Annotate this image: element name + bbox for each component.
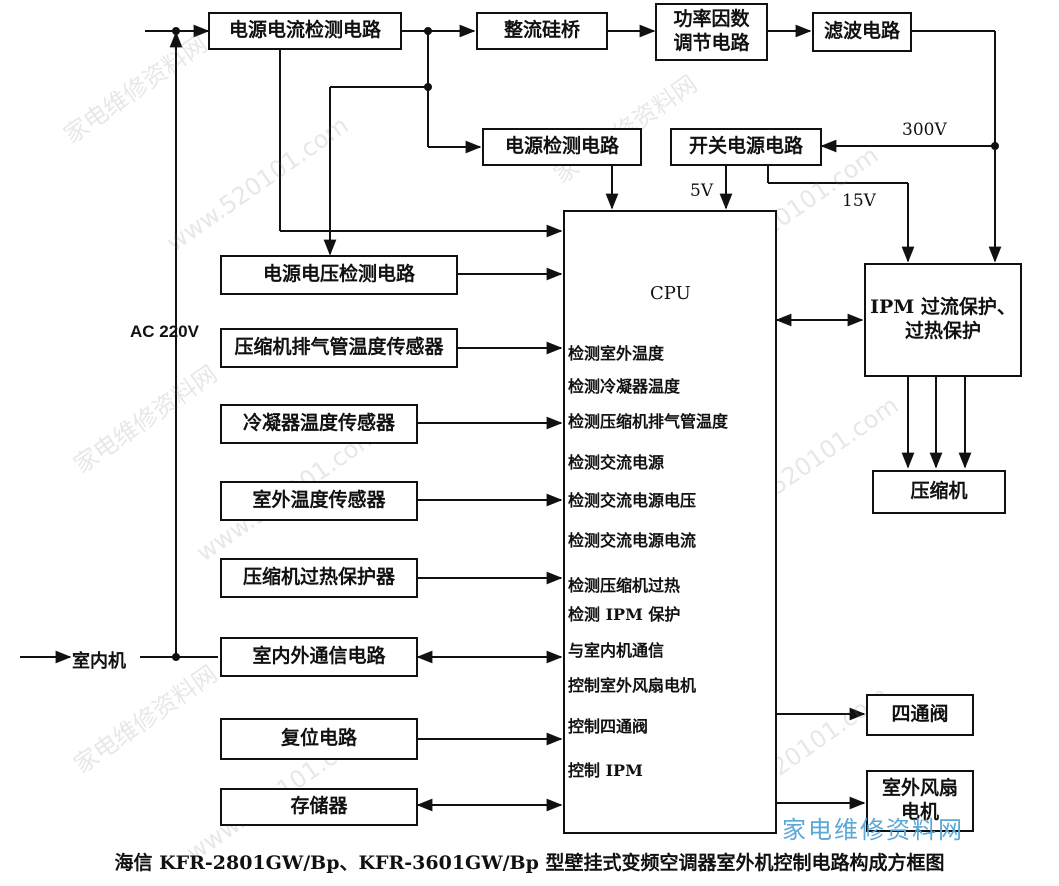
cpu-function: 检测 IPM 保护 [568,605,681,624]
voltage-detect-block: 电源电压检测电路 [220,255,458,295]
compressor-block: 压缩机 [872,470,1006,514]
cpu-function: 检测压缩机过热 [568,576,681,595]
cpu-function: 检测交流电源 [568,453,665,472]
overheat-protector-block: 压缩机过热保护器 [220,558,418,598]
current-detect-block: 电源电流检测电路 [208,12,402,50]
cpu-title: CPU [650,283,691,304]
outdoor-fan-block: 室外风扇 电机 [866,770,974,832]
pfc-block: 功率因数 调节电路 [655,3,768,61]
ipm-block: IPM 过流保护、 过热保护 [864,263,1022,377]
cpu-function: 与室内机通信 [568,641,665,660]
cpu-function: 检测室外温度 [568,344,665,363]
5v-label: 5V [690,181,714,201]
outdoor-sensor-block: 室外温度传感器 [220,481,418,521]
cpu-function: 检测交流电源电压 [568,491,697,510]
smps-block: 开关电源电路 [670,128,822,166]
condenser-sensor-block: 冷凝器温度传感器 [220,404,418,444]
indoor-unit-label: 室内机 [72,651,126,672]
comm-circuit-block: 室内外通信电路 [220,637,418,677]
four-way-valve-block: 四通阀 [866,694,974,736]
cpu-block [563,210,777,834]
cpu-function: 检测冷凝器温度 [568,377,681,396]
cpu-function: 检测交流电源电流 [568,531,697,550]
cpu-function: 控制 IPM [568,761,643,780]
cpu-function: 控制室外风扇电机 [568,676,697,695]
power-detect-block: 电源检测电路 [482,128,642,166]
cpu-function: 检测压缩机排气管温度 [568,412,729,431]
300v-label: 300V [902,120,947,140]
rectifier-block: 整流硅桥 [476,12,608,50]
reset-circuit-block: 复位电路 [220,718,418,760]
figure-caption: 海信 KFR-2801GW/Bp、KFR-3601GW/Bp 型壁挂式变频空调器… [114,852,945,874]
ac-voltage-label: AC 220V [130,322,199,341]
memory-block: 存储器 [220,788,418,826]
site-logo: 家电维修资料网 [782,816,964,844]
filter-block: 滤波电路 [812,12,912,52]
15v-label: 15V [842,191,876,211]
cpu-function: 控制四通阀 [568,717,649,736]
discharge-sensor-block: 压缩机排气管温度传感器 [220,328,458,368]
